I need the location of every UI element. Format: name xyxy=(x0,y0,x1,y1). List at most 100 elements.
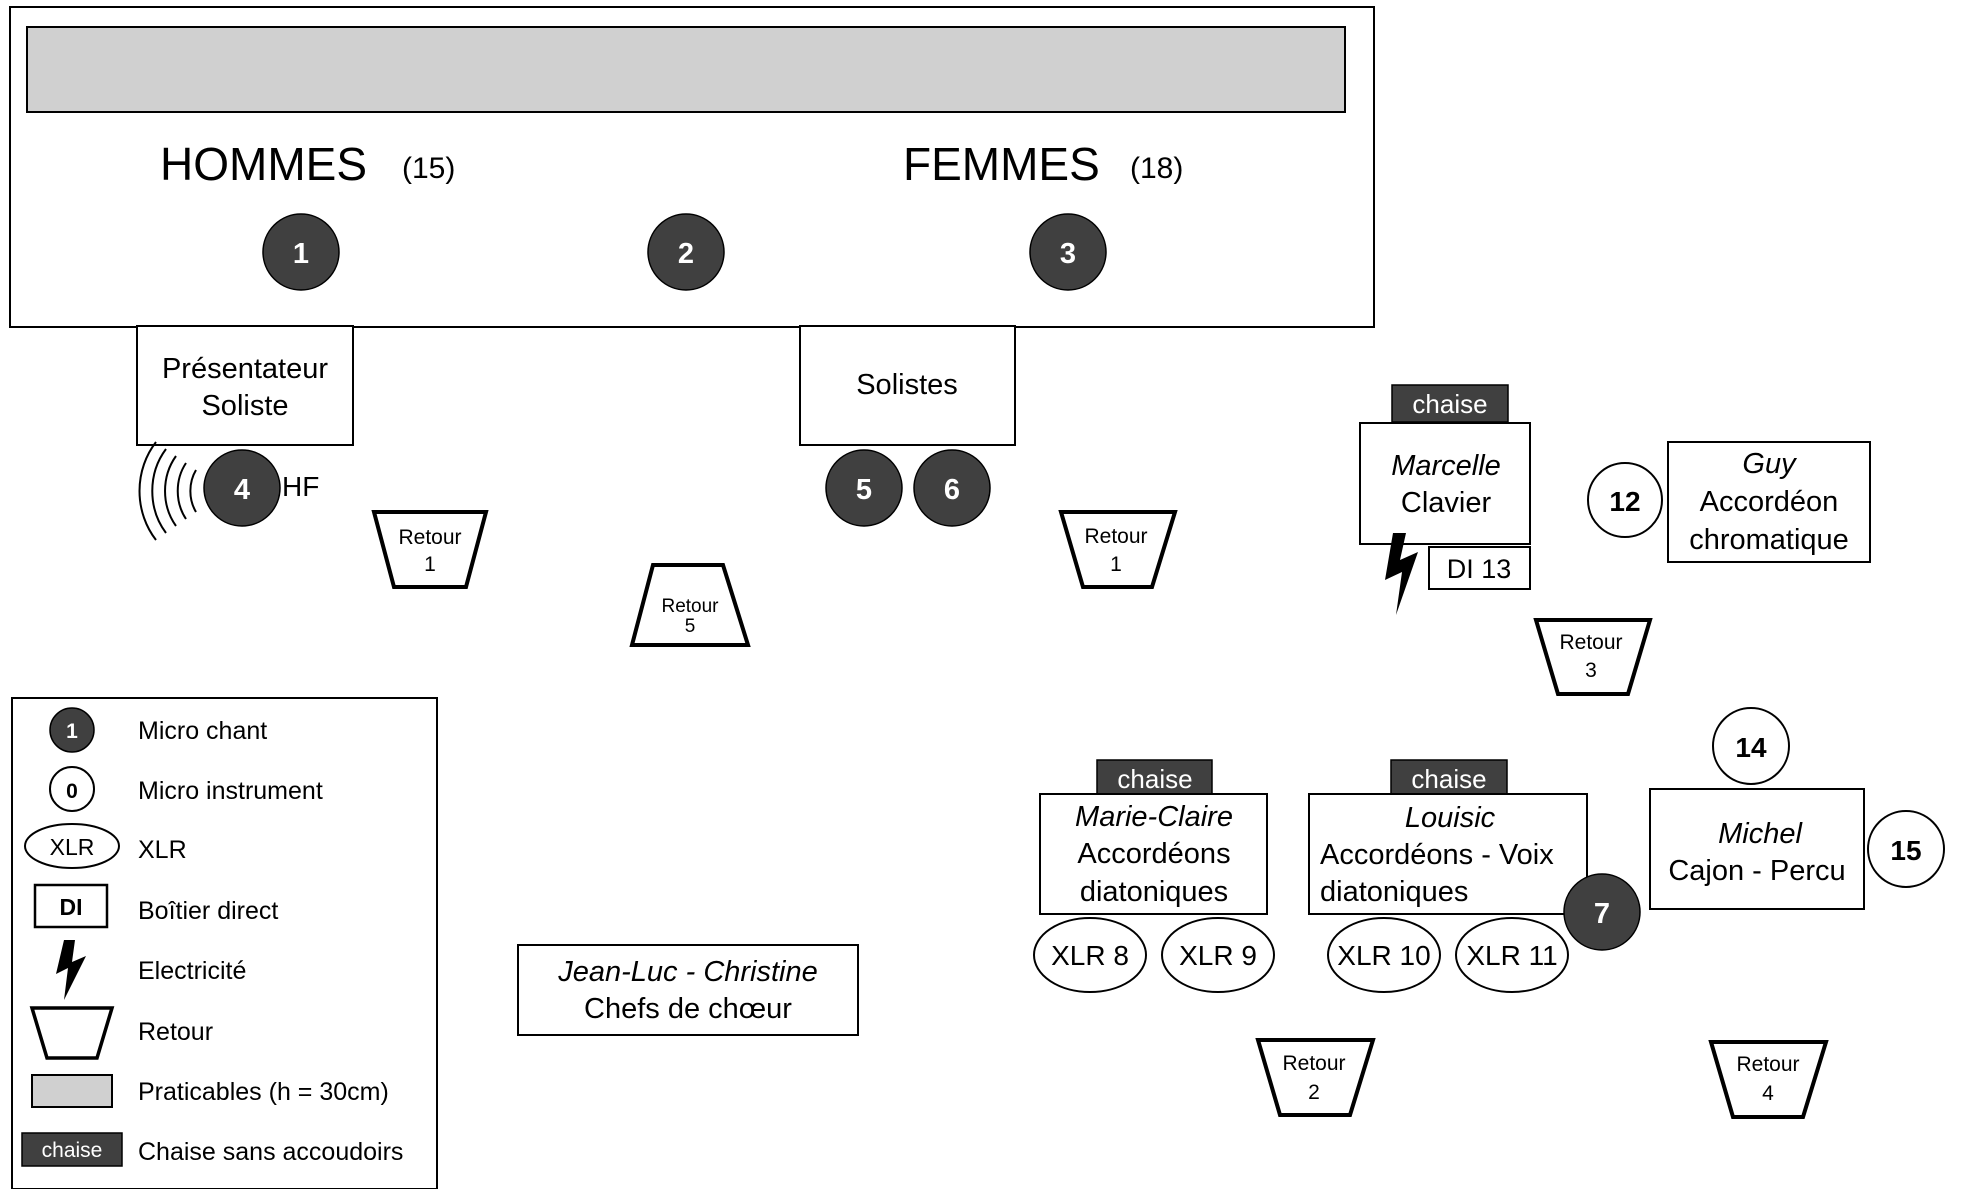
vocal-mic-7 xyxy=(1563,873,1641,951)
retour-number: 2 xyxy=(1308,1081,1320,1104)
chair-label: chaise xyxy=(1117,764,1192,794)
legend-item-xlr: XLR XLR xyxy=(24,823,187,869)
hommes-label: HOMMES xyxy=(160,138,367,190)
chefs-role: Chefs de chœur xyxy=(584,993,792,1025)
mic-number: 14 xyxy=(1735,732,1767,763)
marie-claire-instrument-line2: diatoniques xyxy=(1080,876,1228,908)
legend-label: Micro chant xyxy=(138,717,267,745)
riser-icon xyxy=(31,1074,113,1108)
chefs-de-choeur-position: Jean-Luc - Christine Chefs de chœur xyxy=(517,944,859,1036)
hommes-count: (15) xyxy=(402,152,455,185)
louisic-instrument-line1: Accordéons - Voix xyxy=(1320,839,1554,871)
retour-icon xyxy=(29,1006,115,1060)
solistes-position: Solistes 5 6 xyxy=(799,325,1016,527)
legend-item-electricite: Electricité xyxy=(56,940,246,1000)
mic-number: 1 xyxy=(293,238,309,270)
vocal-mic-icon xyxy=(49,707,95,753)
legend: 1 Micro chant 0 Micro instrument XLR XLR… xyxy=(11,697,438,1189)
soliste-label: Soliste xyxy=(201,390,288,422)
retour-label: Retour xyxy=(1559,631,1622,654)
legend-item-boitier-direct: DI Boîtier direct xyxy=(33,883,278,929)
legend-label: Boîtier direct xyxy=(138,897,278,925)
legend-symbol: chaise xyxy=(42,1139,103,1162)
louisic-position: chaise Louisic Accordéons - Voix diatoni… xyxy=(1308,759,1641,993)
di-icon xyxy=(33,883,109,929)
guy-instrument-line2: chromatique xyxy=(1689,524,1849,556)
legend-label: Chaise sans accoudoirs xyxy=(138,1138,403,1166)
chefs-box xyxy=(517,944,859,1036)
legend-symbol: DI xyxy=(60,894,83,920)
xlr-label: XLR 8 xyxy=(1051,940,1129,971)
electricity-icon xyxy=(1385,533,1418,615)
guy-box xyxy=(1667,441,1871,563)
retour-5: Retour 5 xyxy=(629,563,751,647)
chair xyxy=(1096,759,1213,796)
xlr-8 xyxy=(1033,917,1147,993)
mic-number: 5 xyxy=(856,474,872,506)
vocal-mic-4 xyxy=(203,449,281,527)
xlr-11 xyxy=(1455,917,1569,993)
michel-position: 14 Michel Cajon - Percu 15 xyxy=(1649,707,1945,910)
femmes-count: (18) xyxy=(1130,152,1183,185)
legend-item-chaise: chaise Chaise sans accoudoirs xyxy=(21,1132,403,1167)
guy-name: Guy xyxy=(1742,448,1797,480)
legend-item-micro-instrument: 0 Micro instrument xyxy=(49,766,323,812)
xlr-icon xyxy=(24,823,120,869)
chefs-names: Jean-Luc - Christine xyxy=(557,956,818,988)
retour-number: 3 xyxy=(1585,659,1597,682)
louisic-box xyxy=(1308,793,1588,915)
marie-claire-position: chaise Marie-Claire Accordéons diatoniqu… xyxy=(1033,759,1275,993)
marie-claire-instrument-line1: Accordéons xyxy=(1077,838,1230,870)
riser xyxy=(26,26,1346,113)
stage: HOMMES (15) FEMMES (18) 1 2 3 xyxy=(9,6,1375,328)
chair-label: chaise xyxy=(1412,389,1487,419)
retour-number: 1 xyxy=(424,553,436,576)
retour-label: Retour xyxy=(1282,1052,1345,1075)
guy-position: 12 Guy Accordéon chromatique xyxy=(1587,441,1871,563)
marcelle-position: chaise Marcelle Clavier DI 13 xyxy=(1359,384,1531,615)
instrument-mic-12 xyxy=(1587,462,1663,538)
marcelle-box xyxy=(1359,422,1531,545)
instrument-mic-14 xyxy=(1712,707,1790,785)
vocal-mic-1: 1 xyxy=(262,213,340,291)
wireless-waves-icon xyxy=(138,441,197,541)
presentateur-label: Présentateur xyxy=(162,353,328,385)
guy-instrument-line1: Accordéon xyxy=(1700,486,1839,518)
solistes-label: Solistes xyxy=(856,369,958,401)
legend-symbol: 0 xyxy=(66,780,78,803)
retour-2: Retour 2 xyxy=(1255,1038,1376,1117)
xlr-label: XLR 11 xyxy=(1466,940,1557,971)
instrument-mic-icon xyxy=(49,766,95,812)
michel-instrument: Cajon - Percu xyxy=(1668,855,1845,887)
xlr-label: XLR 10 xyxy=(1337,940,1430,971)
marie-claire-box xyxy=(1039,793,1268,915)
presentateur-position: Présentateur Soliste 4 HF xyxy=(136,325,354,541)
xlr-10 xyxy=(1327,917,1441,993)
vocal-mic-6 xyxy=(913,449,991,527)
chair-icon xyxy=(21,1132,123,1167)
electricity-icon xyxy=(56,940,86,1000)
xlr-9 xyxy=(1161,917,1275,993)
vocal-mic-5 xyxy=(825,449,903,527)
solistes-box xyxy=(799,325,1016,446)
xlr-label: XLR 9 xyxy=(1179,940,1257,971)
legend-label: XLR xyxy=(138,836,187,864)
retour-number: 4 xyxy=(1762,1082,1774,1105)
mic-number: 7 xyxy=(1594,898,1610,930)
instrument-mic-15 xyxy=(1867,810,1945,888)
louisic-instrument-line2: diatoniques xyxy=(1320,876,1468,908)
marcelle-name: Marcelle xyxy=(1391,450,1501,482)
chair-label: chaise xyxy=(1411,764,1486,794)
vocal-mic-2: 2 xyxy=(647,213,725,291)
retour-4: Retour 4 xyxy=(1708,1040,1829,1119)
mic-number: 2 xyxy=(678,238,694,270)
femmes-label: FEMMES xyxy=(903,138,1100,190)
chair xyxy=(1390,759,1508,796)
mic-number: 15 xyxy=(1890,835,1921,866)
legend-label: Electricité xyxy=(138,957,246,985)
retour-label: Retour xyxy=(1736,1053,1799,1076)
presentateur-box xyxy=(136,325,354,446)
retour-label: Retour xyxy=(398,526,461,549)
legend-item-micro-chant: 1 Micro chant xyxy=(49,707,267,753)
